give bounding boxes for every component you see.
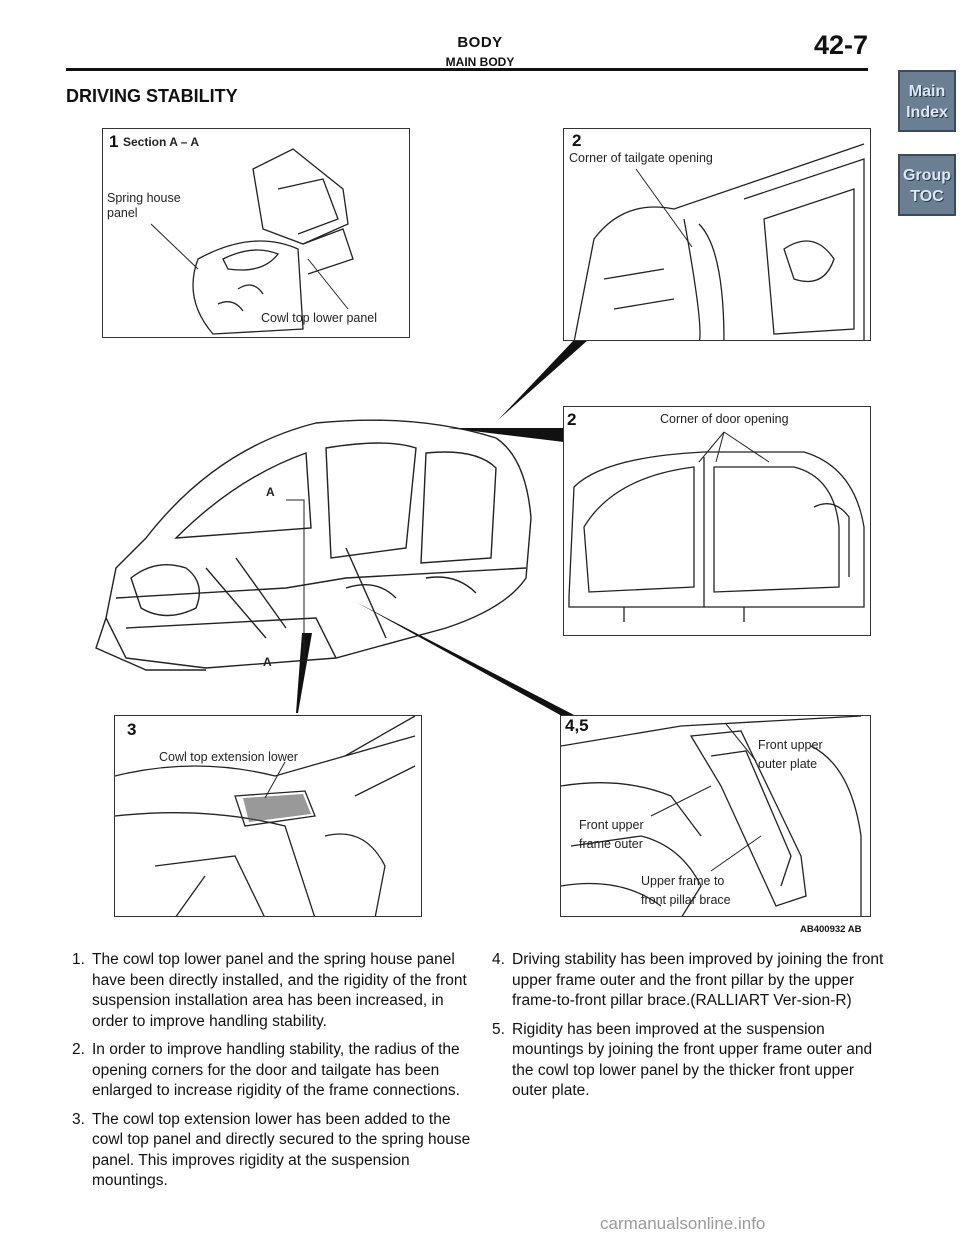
body-diagram: A A 1 Section A – A Spring house panel C… (66, 118, 886, 938)
numbered-list-left: 1. The cowl top lower panel and the sprin… (72, 950, 472, 1192)
section-mark-bottom: A (263, 655, 272, 669)
panel-section-a: 1 Section A – A Spring house panel Cowl … (102, 128, 410, 338)
header-rule (66, 68, 868, 71)
panel-door-corner: 2 Corner of door opening (563, 406, 871, 636)
group-toc-button[interactable]: Group TOC (898, 154, 956, 216)
section-title: DRIVING STABILITY (66, 86, 238, 106)
panel45-number: 4,5 (565, 716, 589, 735)
brace-label-line2: front pillar brace (641, 893, 731, 907)
cowl-extension-illustration (115, 716, 416, 916)
group-toc-label-1: Group (903, 167, 951, 184)
item-text: Driving stability has been improved by j… (512, 951, 884, 1009)
list-item: 3. The cowl top extension lower has been … (72, 1110, 472, 1192)
brace-label-line1: Upper frame to (641, 874, 725, 888)
frame-outer-label: Front upper frame outer (579, 816, 644, 854)
spring-house-label-line1: Spring house (107, 191, 181, 205)
cowl-top-lower-label: Cowl top lower panel (261, 311, 378, 325)
callout-wedges (296, 340, 588, 716)
main-index-button[interactable]: Main Index (898, 70, 956, 132)
numbered-list-right: 4. Driving stability has been improved by… (492, 950, 892, 1102)
cowl-extension-label: Cowl top extension lower (159, 750, 298, 764)
panel1-number: 1 (109, 132, 119, 151)
outer-plate-label: Front upper outer plate (758, 736, 823, 774)
item-number: 2. (72, 1041, 85, 1058)
outer-plate-label-line2: outer plate (758, 757, 818, 771)
brace-label: Upper frame to front pillar brace (641, 872, 731, 910)
tailgate-illustration (573, 143, 865, 340)
spring-house-label-line2: panel (107, 206, 138, 220)
list-item: 5. Rigidity has been improved at the susp… (492, 1020, 892, 1102)
item-number: 4. (492, 951, 505, 968)
car-body-illustration: A A (95, 419, 532, 671)
door-corner-label: Corner of door opening (660, 412, 789, 426)
right-column: 4. Driving stability has been improved by… (492, 950, 892, 1110)
frame-outer-label-line2: frame outer (579, 837, 643, 851)
group-toc-label-2: TOC (910, 188, 944, 205)
panel2a-number: 2 (572, 131, 582, 150)
section-a-illustration (150, 148, 354, 335)
item-number: 5. (492, 1020, 505, 1038)
list-item: 2. In order to improve handling stability… (72, 1040, 472, 1102)
panel-cowl-extension: 3 Cowl top extension lower (114, 715, 422, 917)
panel-tailgate-corner: 2 Corner of tailgate opening (563, 128, 871, 341)
front-upper-illustration (561, 716, 862, 916)
left-column: 1. The cowl top lower panel and the sprin… (72, 950, 472, 1200)
item-text: The cowl top extension lower has been ad… (92, 1110, 471, 1190)
page-number: 42-7 (813, 30, 868, 60)
main-index-label-2: Index (906, 104, 948, 121)
panel3-number: 3 (127, 720, 137, 739)
watermark: carmanualsonline.info (600, 1214, 766, 1233)
tailgate-corner-label: Corner of tailgate opening (569, 151, 713, 165)
door-opening-illustration (568, 431, 865, 622)
item-number: 3. (72, 1110, 85, 1128)
item-text: The cowl top lower panel and the spring … (92, 951, 467, 1030)
item-number: 1. (72, 951, 85, 968)
main-index-label-1: Main (908, 83, 946, 100)
section-mark-top: A (266, 485, 275, 499)
figure-code: AB400932 AB (800, 924, 862, 935)
outer-plate-label-line1: Front upper (758, 738, 823, 752)
item-text: In order to improve handling stability, … (92, 1041, 460, 1099)
header-subtitle: MAIN BODY (445, 55, 515, 69)
frame-outer-label-line1: Front upper (579, 818, 644, 832)
item-text: Rigidity has been improved at the suspen… (512, 1020, 873, 1100)
list-item: 1. The cowl top lower panel and the sprin… (72, 950, 472, 1032)
panel-front-upper: 4,5 Front upper outer plate Front upper … (560, 715, 871, 917)
header-title: BODY (457, 34, 503, 51)
panel2b-number: 2 (567, 410, 577, 429)
panel1-title: Section A – A (123, 135, 200, 149)
spring-house-label: Spring house panel (107, 191, 181, 221)
list-item: 4. Driving stability has been improved by… (492, 950, 892, 1012)
